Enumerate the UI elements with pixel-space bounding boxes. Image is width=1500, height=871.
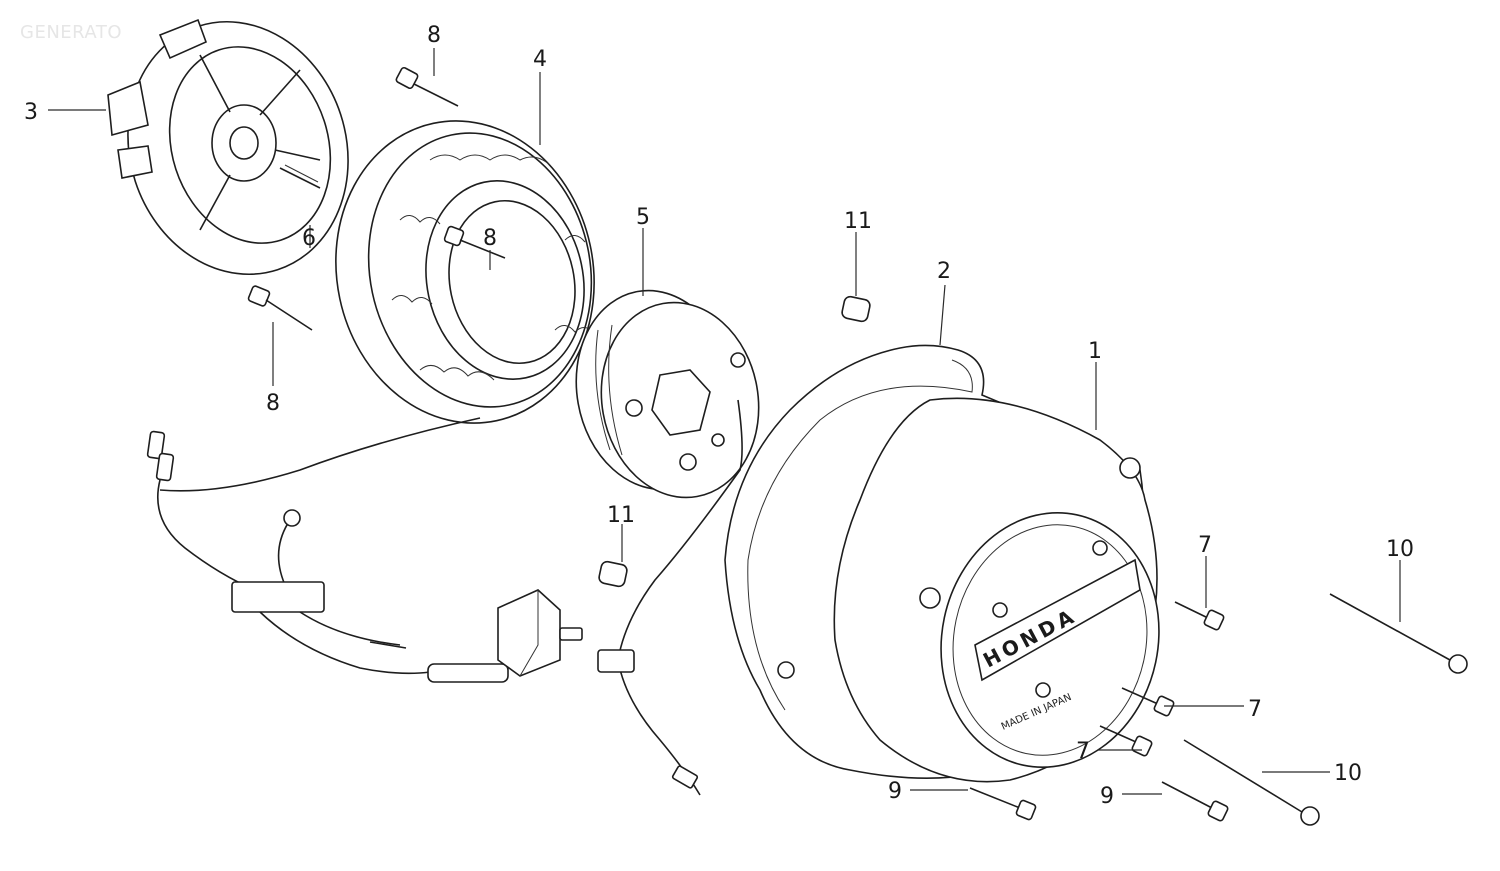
dowel-pin-lower xyxy=(598,560,628,588)
callout-7-lower: 7 xyxy=(1076,739,1090,764)
bolt-10-lower xyxy=(1183,739,1320,826)
bolt-8-left xyxy=(247,285,313,331)
callout-11-top: 11 xyxy=(844,209,872,234)
charge-coil xyxy=(575,289,760,796)
callout-8-top: 8 xyxy=(427,23,441,48)
callout-1: 1 xyxy=(1088,339,1102,364)
dowel-pin-top xyxy=(841,295,871,323)
callout-7-upper: 7 xyxy=(1198,533,1212,558)
leader-lines xyxy=(48,48,1401,795)
callout-3: 3 xyxy=(24,100,38,125)
callout-8-left: 8 xyxy=(266,391,280,416)
bolt-7-upper xyxy=(1174,601,1225,631)
generator-cover: HONDA MADE IN JAPAN xyxy=(777,397,1160,783)
callout-6: 6 xyxy=(302,226,316,251)
flywheel-rotor xyxy=(107,18,349,276)
bolt-7-lower xyxy=(1099,725,1153,757)
callout-numbers: 3 8 4 6 8 5 11 2 1 8 11 7 10 7 7 10 9 9 xyxy=(24,23,1414,809)
corner-caption: GENERATO xyxy=(20,22,122,43)
callout-7-middle: 7 xyxy=(1248,697,1262,722)
bolt-9-left xyxy=(969,787,1037,821)
bolt-9-right xyxy=(1161,781,1229,822)
wiring-harness xyxy=(146,430,583,683)
bolt-8-middle xyxy=(443,225,506,259)
callout-2: 2 xyxy=(937,259,951,284)
callout-4: 4 xyxy=(533,47,547,72)
callout-5: 5 xyxy=(636,205,650,230)
callout-8-middle: 8 xyxy=(483,226,497,251)
callout-11-lower: 11 xyxy=(607,503,635,528)
stator xyxy=(159,120,596,492)
callout-10-lower: 10 xyxy=(1334,761,1362,786)
bolt-8-top xyxy=(395,66,459,107)
callout-9-right: 9 xyxy=(1100,784,1114,809)
callout-10-right: 10 xyxy=(1386,537,1414,562)
bolt-10-right xyxy=(1329,593,1468,674)
callout-9-left: 9 xyxy=(888,779,902,804)
